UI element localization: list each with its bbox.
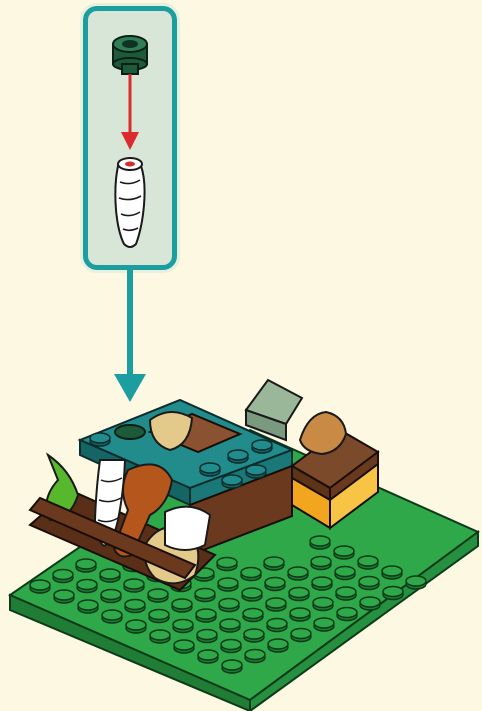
stud [54, 590, 74, 603]
stud [150, 630, 170, 643]
stud [197, 630, 217, 643]
stud [78, 600, 98, 613]
stud [149, 610, 169, 623]
assembly-arrow-icon [121, 74, 139, 150]
stud [53, 570, 73, 583]
stud [244, 629, 264, 642]
stud [217, 558, 237, 571]
stud [335, 567, 355, 580]
stud [222, 475, 242, 488]
stud [314, 618, 334, 631]
stud [90, 433, 110, 446]
stud [126, 620, 146, 633]
white-carrot-icon [115, 158, 144, 247]
stud [172, 599, 192, 612]
stud [382, 566, 402, 579]
stud [220, 619, 240, 632]
stud [289, 588, 309, 601]
stud [290, 608, 310, 621]
stud [195, 589, 215, 602]
stud [360, 597, 380, 610]
stud [337, 608, 357, 621]
stud [219, 599, 239, 612]
stud [288, 567, 308, 580]
stud [334, 546, 354, 559]
stud [246, 465, 266, 478]
stud [148, 589, 168, 602]
stud [196, 609, 216, 622]
stud [221, 640, 241, 653]
stud [102, 610, 122, 623]
stud [198, 650, 218, 663]
stud [406, 576, 426, 589]
stud [174, 640, 194, 653]
stud [124, 579, 144, 592]
stud [125, 600, 145, 613]
stud [312, 577, 332, 590]
stud [383, 587, 403, 600]
stud [218, 578, 238, 591]
stud [311, 557, 331, 570]
stud [313, 598, 333, 611]
stud [100, 569, 120, 582]
stud [336, 587, 356, 600]
stud [268, 639, 288, 652]
stud [264, 557, 284, 570]
dark-green-round-plate-icon [113, 36, 147, 74]
stud [173, 620, 193, 633]
stud [77, 580, 97, 593]
stud [222, 660, 242, 673]
stud [228, 450, 248, 463]
stud [266, 598, 286, 611]
callout-pointer-arrow [114, 270, 146, 402]
stud [310, 536, 330, 549]
stud [242, 588, 262, 601]
stud [245, 650, 265, 663]
stud [359, 577, 379, 590]
stud [241, 568, 261, 581]
stud [30, 580, 50, 593]
stud [291, 629, 311, 642]
stud [200, 463, 220, 476]
stud [358, 556, 378, 569]
stud [76, 559, 96, 572]
stud [243, 609, 263, 622]
stud [267, 619, 287, 632]
stud [101, 590, 121, 603]
stud [252, 440, 272, 453]
stud [265, 578, 285, 591]
